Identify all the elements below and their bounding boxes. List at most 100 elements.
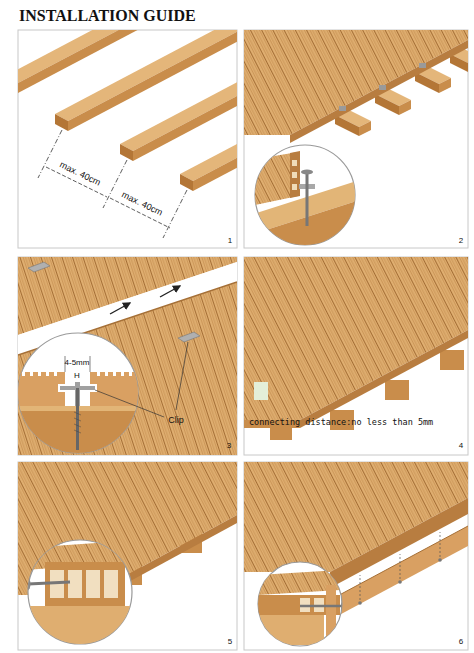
step-number: 5 bbox=[228, 638, 232, 646]
deck-gap-and-h-clip bbox=[110, 286, 180, 314]
joists bbox=[180, 79, 237, 191]
fascia-board bbox=[360, 532, 440, 600]
panel-frames bbox=[244, 462, 468, 650]
deck-gap-and-h-clip bbox=[113, 372, 116, 376]
deck-gap-and-h-clip bbox=[22, 372, 25, 376]
deck-gap-and-h-clip bbox=[176, 342, 188, 410]
deck-gap-and-h-clip bbox=[129, 372, 132, 376]
finished-deck bbox=[300, 330, 468, 428]
step-number: 1 bbox=[228, 237, 232, 245]
clip-type-label: H bbox=[74, 372, 80, 380]
deck-gap-and-h-clip bbox=[18, 372, 65, 406]
finished-deck bbox=[244, 257, 468, 440]
deck-gap-and-h-clip bbox=[18, 257, 237, 455]
deck-end bbox=[25, 540, 140, 650]
deck-gap-and-h-clip bbox=[97, 372, 100, 376]
deck-end bbox=[25, 606, 140, 650]
fascia-board bbox=[341, 601, 345, 611]
deck-and-clip bbox=[335, 115, 359, 136]
panel-frames bbox=[244, 30, 468, 248]
fascia-board bbox=[440, 532, 441, 557]
fascia-board bbox=[330, 526, 468, 620]
deck-and-clip bbox=[450, 54, 468, 75]
fascia-board bbox=[326, 585, 336, 640]
fascia-board bbox=[258, 570, 345, 645]
deck-and-clip bbox=[375, 94, 399, 115]
deck-and-clip bbox=[339, 63, 426, 111]
deck-gap-and-h-clip bbox=[121, 372, 124, 376]
finished-deck bbox=[254, 382, 268, 400]
fascia-board bbox=[400, 554, 401, 579]
fascia-board bbox=[258, 562, 342, 646]
deck-gap-and-h-clip bbox=[18, 410, 145, 455]
deck-gap-and-h-clip bbox=[28, 262, 200, 342]
deck-and-clip bbox=[244, 30, 468, 135]
deck-gap-and-h-clip bbox=[74, 424, 81, 427]
fascia-board bbox=[358, 558, 442, 605]
deck-gap-and-h-clip bbox=[90, 372, 140, 406]
fascia-board bbox=[360, 575, 361, 600]
deck-gap-and-h-clip bbox=[38, 372, 41, 376]
finished-deck bbox=[385, 380, 409, 400]
installation-note: connecting distance:no less than 5mm bbox=[249, 418, 433, 427]
deck-and-clip bbox=[292, 160, 297, 166]
joists bbox=[46, 167, 170, 228]
deck-and-clip bbox=[250, 200, 360, 248]
deck-gap-and-h-clip bbox=[46, 372, 49, 376]
deck-end bbox=[26, 578, 31, 590]
deck-and-clip bbox=[292, 184, 297, 190]
joists bbox=[18, 30, 237, 238]
joists bbox=[103, 160, 127, 208]
step-number: 2 bbox=[459, 237, 463, 245]
deck-and-clip bbox=[306, 172, 309, 226]
deck-end bbox=[104, 570, 118, 598]
deck-end bbox=[50, 570, 118, 598]
deck-gap-and-h-clip bbox=[105, 372, 108, 376]
panel-frames bbox=[18, 462, 237, 650]
step-number: 4 bbox=[459, 442, 463, 450]
deck-gap-and-h-clip bbox=[18, 356, 145, 455]
fascia-board bbox=[244, 462, 468, 646]
fascia-board bbox=[300, 605, 345, 608]
deck-and-clip bbox=[290, 40, 468, 143]
deck-and-clip bbox=[292, 172, 297, 178]
joists bbox=[120, 49, 237, 161]
deck-gap-and-h-clip bbox=[74, 412, 81, 415]
deck-and-clip bbox=[415, 72, 439, 93]
deck-and-clip bbox=[339, 106, 346, 111]
deck-and-clip bbox=[244, 30, 468, 248]
finished-deck bbox=[440, 350, 464, 370]
panel-frames bbox=[244, 257, 468, 455]
deck-gap-and-h-clip bbox=[90, 356, 91, 372]
deck-gap-and-h-clip bbox=[95, 342, 188, 417]
joists bbox=[120, 144, 133, 161]
deck-and-clip bbox=[439, 78, 451, 93]
deck-and-clip bbox=[379, 85, 386, 90]
deck-gap-and-h-clip bbox=[30, 372, 33, 376]
gap-dimension: 4-5mm bbox=[65, 359, 90, 367]
panel-frames bbox=[18, 30, 468, 650]
part-label: Clip bbox=[168, 416, 184, 425]
step-number: 3 bbox=[227, 442, 231, 450]
joists bbox=[133, 56, 237, 161]
deck-end bbox=[68, 570, 82, 598]
deck-gap-and-h-clip bbox=[54, 372, 57, 376]
deck-end bbox=[28, 582, 70, 584]
dimension-label: max. 40cm bbox=[120, 190, 164, 217]
deck-and-clip bbox=[399, 100, 411, 115]
fascia-board bbox=[330, 526, 468, 600]
deck-and-clip bbox=[419, 63, 426, 68]
joists bbox=[193, 86, 237, 191]
deck-gap-and-h-clip bbox=[28, 262, 50, 272]
deck-gap-and-h-clip bbox=[178, 332, 200, 342]
step-number: 6 bbox=[459, 638, 463, 646]
joists bbox=[38, 130, 187, 238]
deck-and-clip bbox=[290, 151, 300, 198]
fascia-board bbox=[358, 601, 362, 605]
fascia-board bbox=[398, 580, 402, 584]
deck-gap-and-h-clip bbox=[18, 406, 145, 411]
deck-gap-and-h-clip bbox=[110, 303, 130, 314]
deck-gap-and-h-clip bbox=[74, 430, 81, 433]
deck-and-clip bbox=[359, 121, 371, 136]
